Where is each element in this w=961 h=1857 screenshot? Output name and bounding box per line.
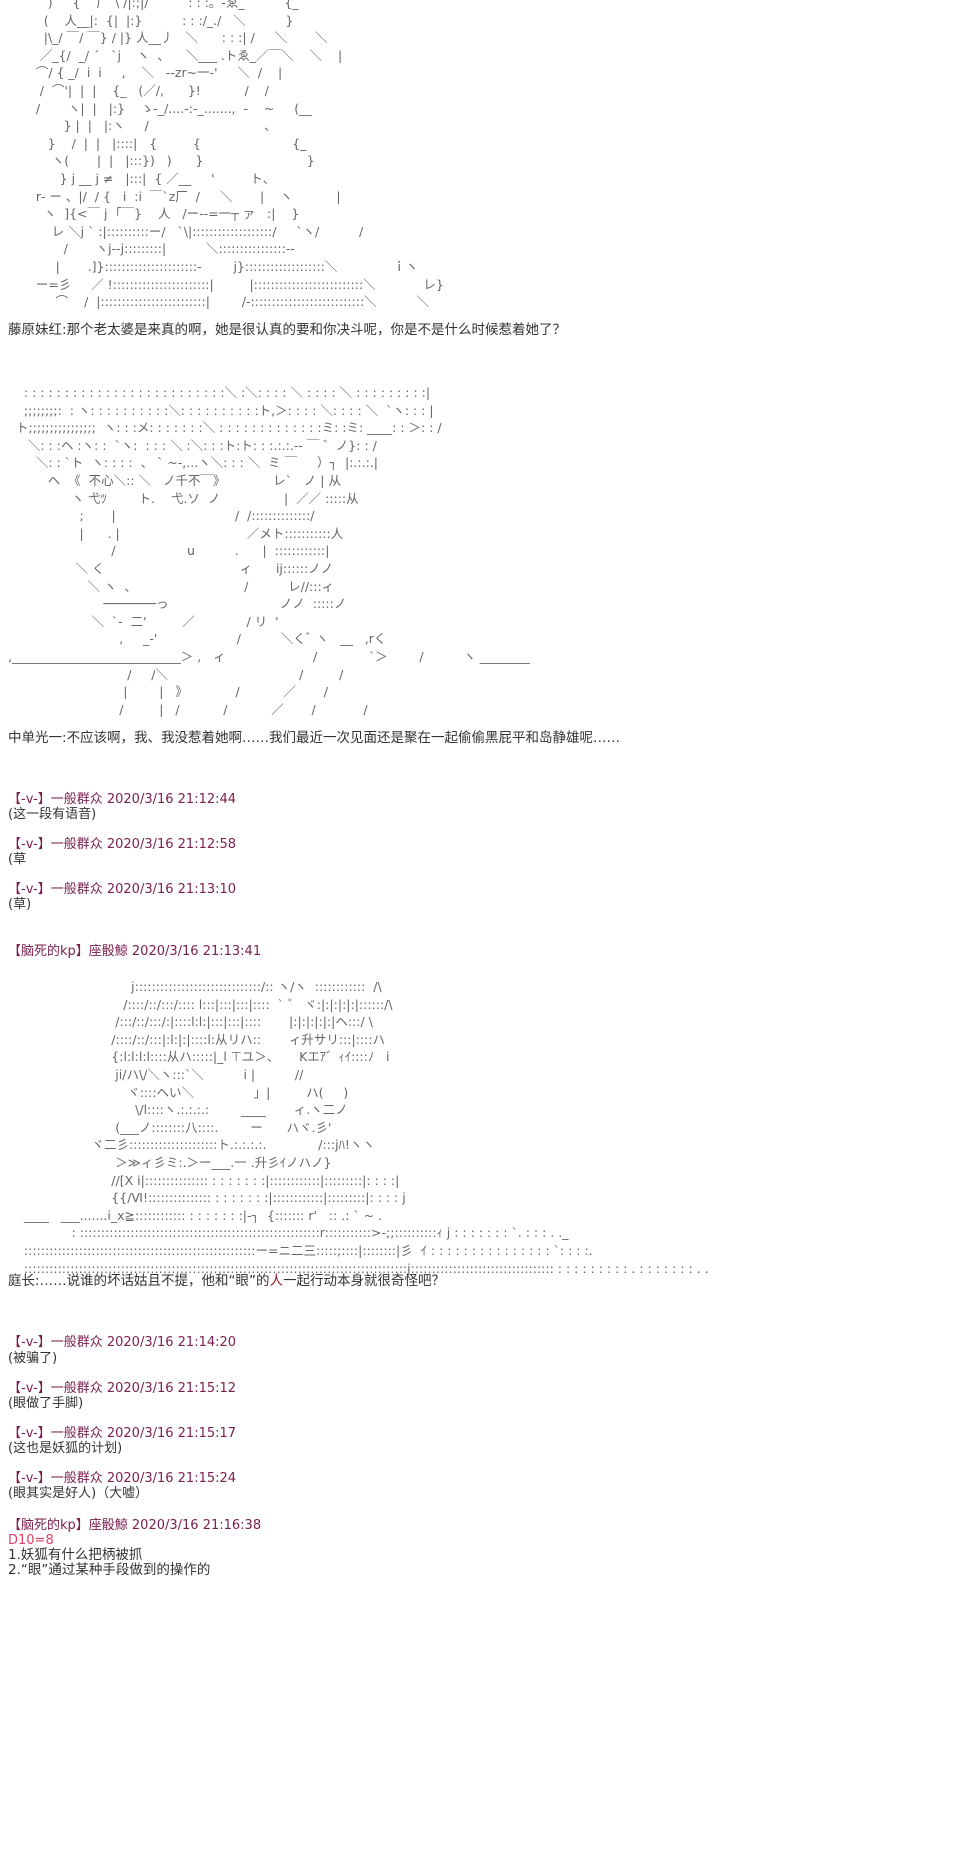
dialog-line-mokou: 藤原妹红:那个老太婆是来真的啊，她是很认真的要和你决斗呢，你是不是什么时候惹着她…: [8, 321, 566, 339]
dialog-text: 那个老太婆是来真的啊，她是很认真的要和你决斗呢，你是不是什么时候惹着她了？: [66, 322, 567, 338]
dice-result: D10=8: [8, 1533, 54, 1548]
dialog-text: ……说谁的坏话姑且不提，他和“眼”的: [39, 1273, 270, 1289]
speaker-name: 中单光一:: [8, 730, 67, 746]
post-body: (草: [8, 852, 27, 867]
post-body: (被骗了): [8, 1351, 58, 1366]
dialog-highlight: 人: [269, 1273, 284, 1289]
dialog-text: 一起行动本身就很奇怪吧？: [283, 1273, 446, 1289]
ascii-art-koichi: : : : : : : : : : : : : : : : : : : : : …: [8, 385, 530, 717]
option-item-2: 2.“眼”通过某种手段做到的操作的: [8, 1562, 211, 1578]
post-header: 【-v-】一般群众 2020/3/16 21:14:20: [8, 1335, 237, 1350]
ascii-art-mokou: ) { 厂`\ /|:;|/ : : :。-ゑ_ {_ ( 人__|: {| |…: [35, 0, 444, 310]
post-body: (眼其实是好人)（大嘘）: [8, 1486, 149, 1501]
post-body: (这也是妖狐的计划): [8, 1441, 123, 1456]
speaker-name: 藤原妹红:: [8, 322, 67, 338]
dialog-text: 不应该啊，我、我没惹着她啊……我们最近一次见面还是聚在一起偷偷黑屁平和岛静雄呢……: [66, 730, 621, 746]
post-header-kp: 【脑死的kp】座骰鯨 2020/3/16 21:16:38: [8, 1518, 262, 1533]
speaker-name: 庭长:: [8, 1273, 40, 1289]
post-body: (眼做了手脚): [8, 1396, 84, 1411]
post-header: 【-v-】一般群众 2020/3/16 21:12:44: [8, 792, 237, 807]
dialog-line-judge: 庭长:……说谁的坏话姑且不提，他和“眼”的人一起行动本身就很奇怪吧？: [8, 1272, 445, 1290]
post-header: 【-v-】一般群众 2020/3/16 21:15:17: [8, 1426, 237, 1441]
post-body: (这一段有语音): [8, 807, 97, 822]
ascii-art-judge: j::::::::::::::::::::::::::::::/:: ヽ/ヽ :…: [23, 979, 709, 1276]
post-body: (草): [8, 897, 32, 912]
dialog-line-koichi: 中单光一:不应该啊，我、我没惹着她啊……我们最近一次见面还是聚在一起偷偷黑屁平和…: [8, 729, 620, 747]
post-header: 【-v-】一般群众 2020/3/16 21:12:58: [8, 837, 237, 852]
post-header: 【-v-】一般群众 2020/3/16 21:15:24: [8, 1471, 237, 1486]
post-header: 【-v-】一般群众 2020/3/16 21:13:10: [8, 882, 237, 897]
post-header: 【-v-】一般群众 2020/3/16 21:15:12: [8, 1381, 237, 1396]
post-header-kp: 【脑死的kp】座骰鯨 2020/3/16 21:13:41: [8, 944, 262, 959]
option-item-1: 1.妖狐有什么把柄被抓: [8, 1547, 143, 1563]
